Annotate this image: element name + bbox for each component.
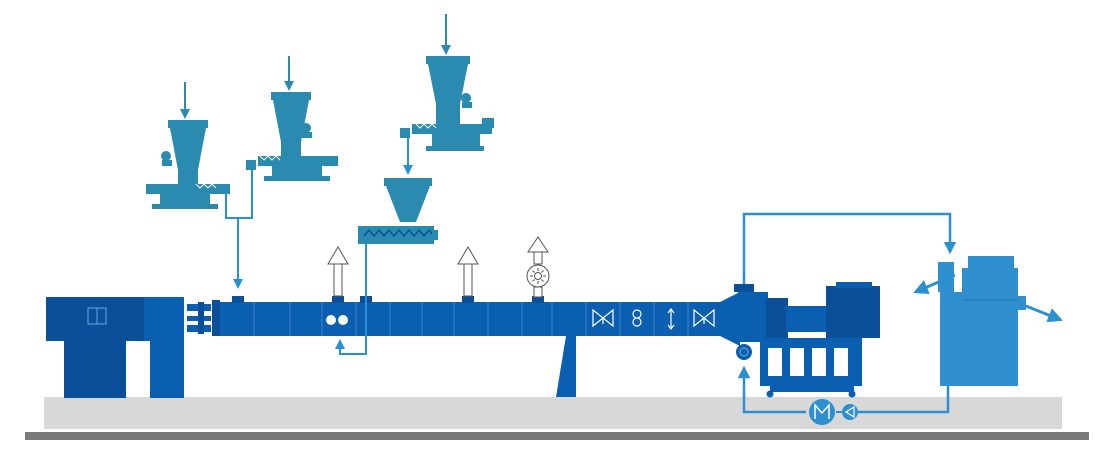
valve-icon bbox=[592, 308, 715, 328]
gravimetric-feeder-3 bbox=[400, 14, 494, 151]
side-feed-line bbox=[335, 244, 367, 355]
vacuum-vent bbox=[526, 236, 550, 298]
centrifugal-dryer bbox=[913, 256, 1063, 386]
atmospheric-vent bbox=[327, 246, 479, 297]
side-feeder bbox=[358, 178, 438, 244]
water-return-line bbox=[858, 386, 950, 414]
gravimetric-feeder-1 bbox=[146, 82, 230, 209]
feed-line-2 bbox=[238, 170, 253, 219]
mixing-icon bbox=[632, 308, 675, 330]
melt-pump-die-head bbox=[720, 284, 768, 360]
extruder-barrel bbox=[220, 296, 720, 397]
feed-line-1 bbox=[225, 190, 243, 289]
water-circulation-pump bbox=[809, 399, 858, 425]
drive-motor-unit bbox=[46, 297, 220, 398]
kneading-icon bbox=[326, 315, 348, 325]
floor-line bbox=[25, 432, 1089, 440]
water-pump-line bbox=[737, 365, 806, 414]
water-supply-line bbox=[742, 212, 957, 284]
underwater-pelletizer bbox=[760, 282, 880, 398]
gravimetric-feeder-2 bbox=[246, 56, 338, 181]
